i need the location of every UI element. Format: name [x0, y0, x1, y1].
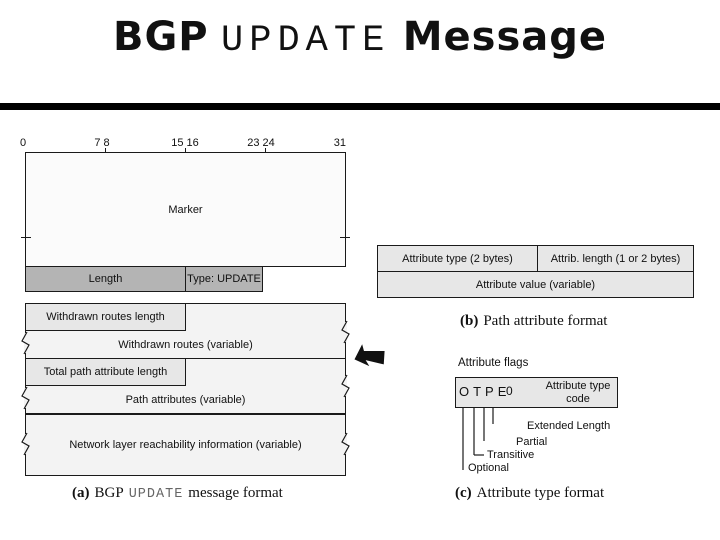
field-attribute-length-label: Attrib. length (1 or 2 bytes)	[550, 252, 681, 265]
bit-tick-24	[265, 148, 266, 153]
field-attribute-type-label: Attribute type (2 bytes)	[402, 252, 513, 265]
pointer-arrow-icon	[354, 344, 385, 367]
field-withdrawn-routes-label: Withdrawn routes (variable)	[118, 338, 253, 351]
marker-continuation-tick-right	[340, 237, 350, 238]
caption-c-label: (c)	[455, 485, 472, 501]
title-word-message: Message	[402, 14, 608, 60]
field-withdrawn-routes-length: Withdrawn routes length	[25, 303, 186, 331]
bit-tick-16	[185, 148, 186, 153]
flag-partial-label: Partial	[516, 436, 548, 448]
marker-continuation-tick-left	[21, 237, 31, 238]
field-attribute-length: Attrib. length (1 or 2 bytes)	[537, 245, 694, 272]
field-path-attributes: Path attributes (variable)	[25, 386, 346, 413]
break-mark-icon	[341, 320, 350, 344]
caption-b-text: Path attribute format	[483, 313, 608, 329]
bit-label-31: 31	[333, 137, 346, 149]
break-mark-icon	[21, 386, 30, 410]
field-attribute-value-label: Attribute value (variable)	[475, 278, 596, 291]
caption-b-label: (b)	[460, 313, 479, 329]
field-type-label: Type: UPDATE	[187, 273, 261, 285]
field-attribute-type: Attribute type (2 bytes)	[377, 245, 538, 272]
field-length: Length	[25, 266, 186, 292]
page-title: BGP UPDATE Message	[0, 14, 720, 62]
bit-label-0: 0	[20, 137, 27, 149]
field-total-path-attribute-length: Total path attribute length	[25, 358, 186, 386]
field-total-path-attribute-length-label: Total path attribute length	[43, 366, 168, 378]
attribute-type-box	[455, 377, 618, 408]
caption-b: (b)Path attribute format	[460, 313, 612, 330]
title-divider	[0, 103, 720, 110]
title-word-bgp: BGP	[112, 14, 209, 60]
caption-c-text: Attribute type format	[476, 485, 605, 501]
flag-connector-lines	[462, 408, 494, 470]
field-path-attributes-label: Path attributes (variable)	[125, 393, 246, 406]
flag-transitive-label: Transitive	[487, 449, 535, 461]
bit-label-23-24: 23 24	[247, 137, 275, 149]
field-nlri: Network layer reachability information (…	[25, 413, 346, 476]
field-nlri-label: Network layer reachability information (…	[69, 439, 302, 451]
bit-label-15-16: 15 16	[171, 137, 199, 149]
field-marker: Marker	[25, 152, 346, 267]
flag-zero: 0	[506, 384, 513, 398]
field-attribute-value: Attribute value (variable)	[377, 271, 694, 298]
bit-label-7-8: 7 8	[94, 137, 110, 149]
field-type: Type: UPDATE	[185, 266, 263, 292]
caption-a: (a)BGP UPDATE message format	[72, 485, 288, 502]
break-mark-icon	[341, 374, 350, 398]
flag-extended-length-label: Extended Length	[527, 420, 611, 432]
flag-optional-label: Optional	[468, 462, 509, 474]
attribute-type-code-label: Attribute type code	[545, 380, 611, 405]
caption-a-mono: UPDATE	[128, 487, 184, 502]
break-mark-icon	[21, 331, 30, 355]
break-mark-icon	[21, 432, 30, 456]
caption-a-label: (a)	[72, 485, 90, 501]
caption-a-pre: BGP	[94, 485, 124, 501]
field-marker-label: Marker	[168, 203, 203, 216]
flag-letters: OTPE	[459, 384, 511, 399]
bit-tick-8	[105, 148, 106, 153]
field-withdrawn-routes-length-label: Withdrawn routes length	[46, 311, 165, 323]
title-word-update: UPDATE	[221, 20, 391, 62]
field-withdrawn-routes: Withdrawn routes (variable)	[25, 331, 346, 358]
field-length-label: Length	[88, 273, 123, 285]
caption-c: (c)Attribute type format	[455, 485, 609, 502]
break-mark-icon	[341, 432, 350, 456]
caption-a-post: message format	[188, 485, 283, 501]
attribute-flags-label: Attribute flags	[458, 357, 529, 369]
